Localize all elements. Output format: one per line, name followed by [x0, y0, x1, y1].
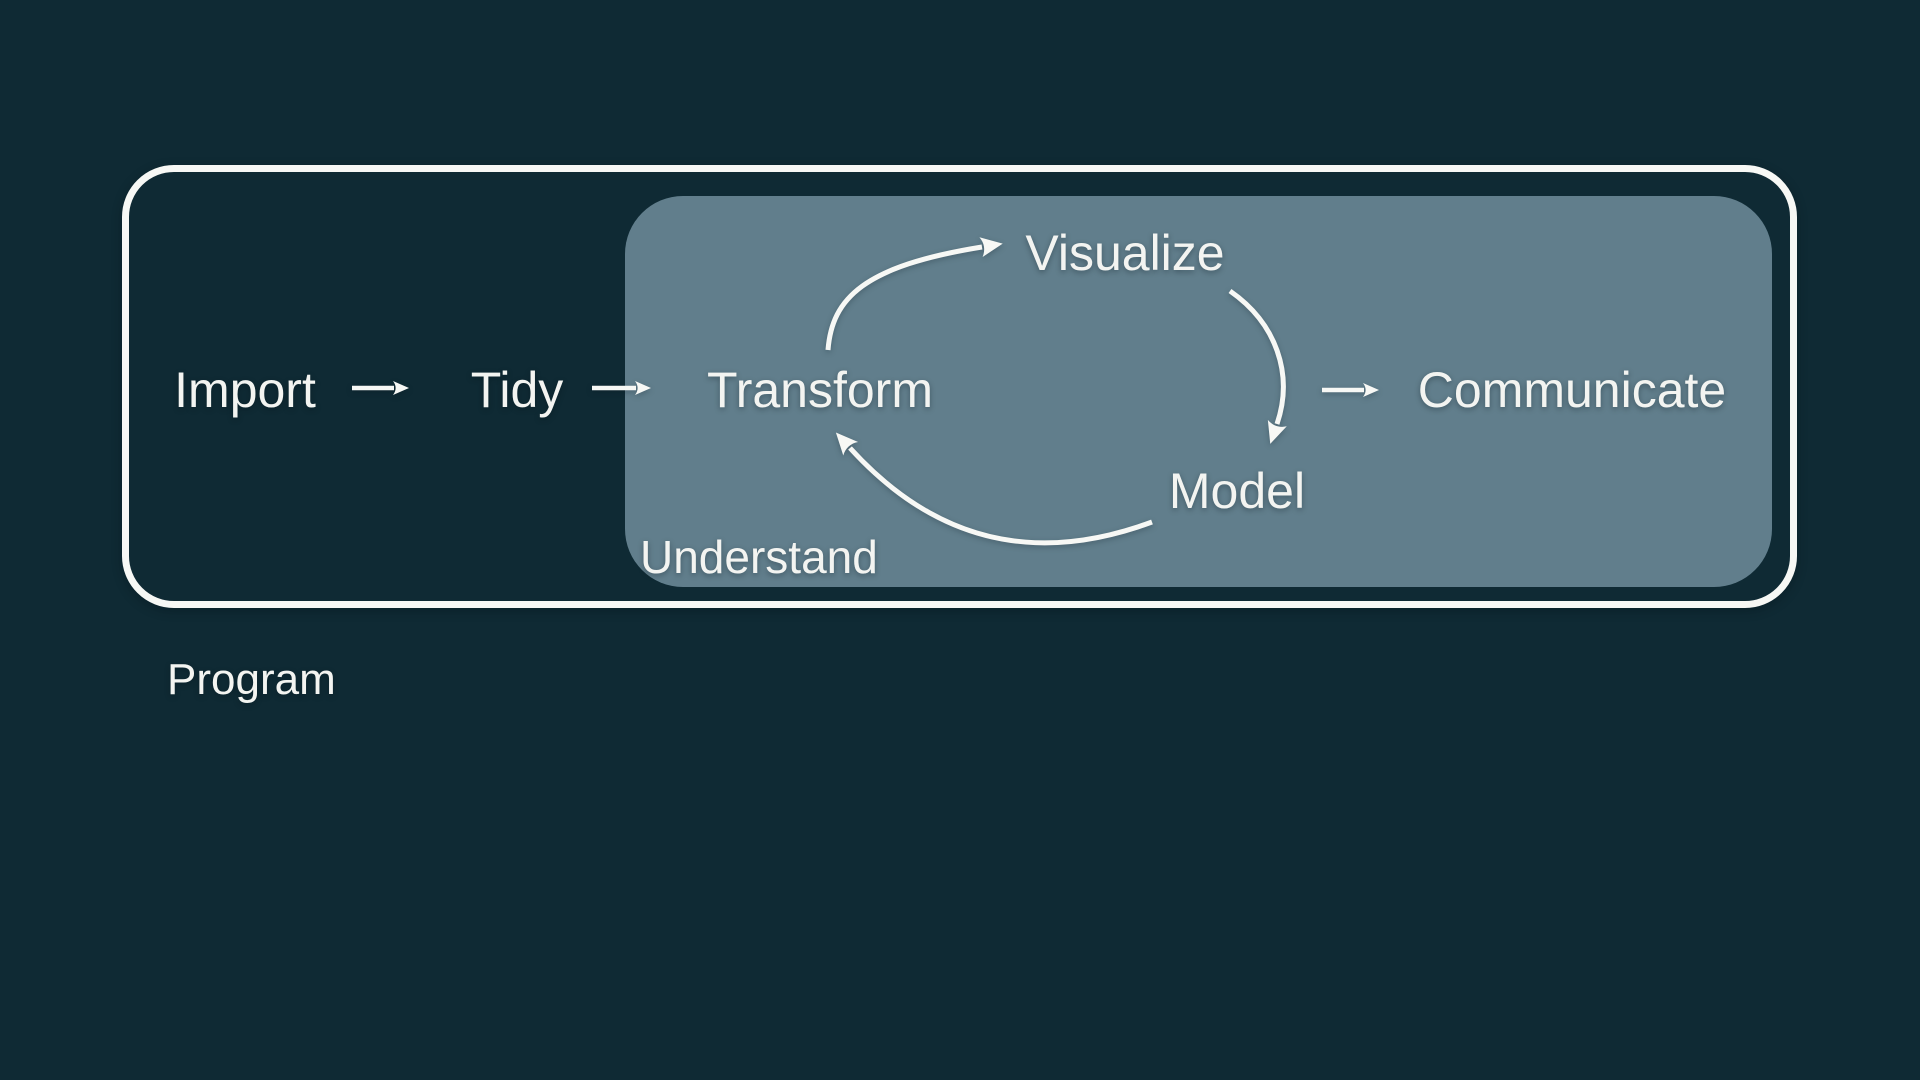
arrow-transform-to-visualize: [825, 237, 1003, 351]
arrow-visualize-to-model: [1228, 288, 1287, 444]
understand-group-label: Understand: [640, 531, 878, 583]
understand-group-box: [625, 196, 1772, 587]
node-import: Import: [174, 362, 316, 418]
program-group-label: Program: [167, 655, 336, 704]
program-group-box: [122, 165, 1797, 608]
node-communicate: Communicate: [1417, 362, 1727, 418]
node-visualize: Visualize: [1025, 225, 1225, 281]
node-model: Model: [1168, 463, 1306, 519]
arrow-model-to-transform: [835, 432, 1153, 546]
node-tidy: Tidy: [470, 362, 564, 418]
node-transform: Transform: [707, 362, 933, 418]
